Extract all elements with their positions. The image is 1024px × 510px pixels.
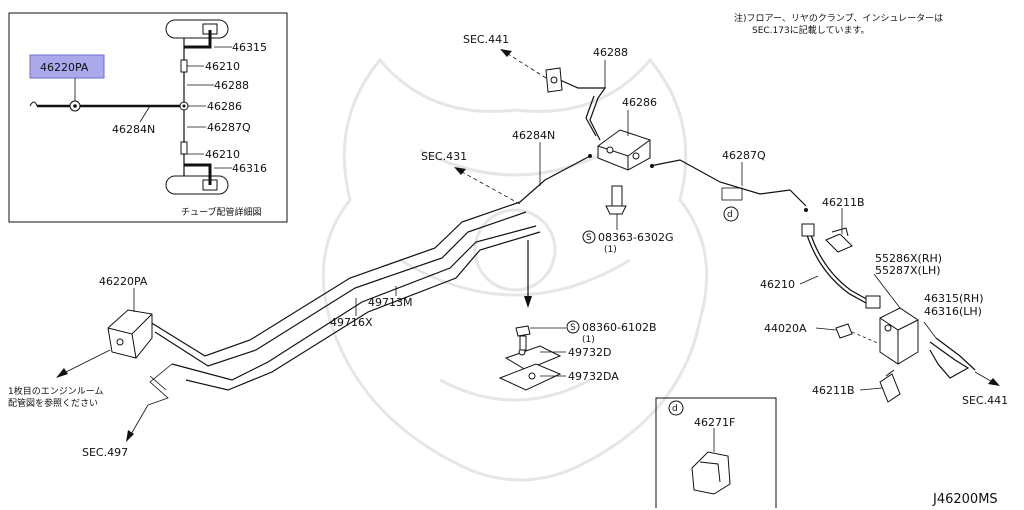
inset-label-46220pa: 46220PA bbox=[40, 61, 89, 74]
label-44020a: 44020A bbox=[764, 322, 807, 335]
clip-46211b-bottom[interactable] bbox=[879, 369, 901, 403]
label-46315: 46315(RH) bbox=[924, 292, 984, 305]
inset-label-46316: 46316 bbox=[232, 162, 267, 175]
label-bolt-08363: 08363-6302G bbox=[598, 231, 673, 244]
note-line-2: SEC.173に記載しています。 bbox=[752, 24, 870, 36]
main-tube-bundle bbox=[147, 79, 976, 406]
label-49732d: 49732D bbox=[568, 346, 611, 359]
detail-d-box: d bbox=[655, 397, 777, 508]
inset-label-46210-bottom: 46210 bbox=[205, 148, 240, 161]
tube-detail-inset: 46220PA 46315 46210 46288 46286 46284N 4… bbox=[8, 12, 288, 223]
inset-label-46315: 46315 bbox=[232, 41, 267, 54]
highlighted-part-box[interactable] bbox=[29, 54, 105, 79]
note-line-1: 注)フロアー、リヤのクランプ、インシュレーターは bbox=[734, 12, 943, 24]
label-bolt-08363-qty: (1) bbox=[604, 245, 617, 255]
bolt-44020a[interactable] bbox=[835, 323, 881, 345]
label-49713m: 49713M bbox=[368, 296, 412, 309]
inset-label-46288: 46288 bbox=[214, 79, 249, 92]
inset-label-46287q: 46287Q bbox=[207, 121, 251, 134]
clip-49732da[interactable] bbox=[498, 363, 562, 391]
inset-caption: チューブ配管詳細図 bbox=[181, 206, 261, 218]
label-46316: 46316(LH) bbox=[924, 305, 982, 318]
part-46286-junction[interactable] bbox=[597, 129, 651, 171]
bolt-symbol-2: S bbox=[570, 323, 576, 333]
clip-46211b-top[interactable] bbox=[825, 227, 853, 253]
part-55286x-bracket[interactable] bbox=[879, 307, 919, 365]
bolt-symbol-1: S bbox=[586, 233, 592, 243]
label-46211b-bottom: 46211B bbox=[812, 384, 855, 397]
label-46286: 46286 bbox=[622, 96, 657, 109]
label-49732da: 49732DA bbox=[568, 370, 619, 383]
bolt-08360-6102b[interactable] bbox=[515, 325, 531, 351]
label-sec497: SEC.497 bbox=[82, 446, 128, 459]
detail-marker-box: d bbox=[672, 404, 678, 414]
inset-label-46286: 46286 bbox=[207, 100, 242, 113]
label-bolt-08360: 08360-6102B bbox=[582, 321, 657, 334]
label-46288: 46288 bbox=[593, 46, 628, 59]
part-46288-fitting[interactable] bbox=[545, 67, 563, 93]
clip-46271f[interactable] bbox=[691, 451, 731, 495]
label-46220pa: 46220PA bbox=[99, 275, 148, 288]
label-46287q: 46287Q bbox=[722, 149, 766, 162]
label-49716x: 49716X bbox=[330, 316, 373, 329]
watermark-emblem bbox=[321, 57, 709, 482]
bolt-08363-6302g[interactable] bbox=[605, 185, 627, 215]
detail-marker-circle[interactable] bbox=[723, 206, 739, 222]
label-46211b-top: 46211B bbox=[822, 196, 865, 209]
label-46271f: 46271F bbox=[694, 416, 735, 429]
label-46210: 46210 bbox=[760, 278, 795, 291]
label-sec441-right: SEC.441 bbox=[962, 394, 1008, 407]
label-55287x: 55287X(LH) bbox=[875, 264, 941, 277]
inset-label-46210-top: 46210 bbox=[205, 60, 240, 73]
inset-label-46284n: 46284N bbox=[112, 123, 155, 136]
label-sec441-top: SEC.441 bbox=[463, 33, 509, 46]
diagram-code: J46200MS bbox=[932, 492, 998, 507]
label-46284n: 46284N bbox=[512, 129, 555, 142]
engine-note-line-2: 配管図を参照ください bbox=[8, 397, 98, 409]
label-sec431: SEC.431 bbox=[421, 150, 467, 163]
part-46220pa-block[interactable] bbox=[107, 309, 153, 359]
detail-marker-tube: d bbox=[727, 210, 733, 220]
leader-lines bbox=[133, 60, 937, 452]
label-bolt-08360-qty: (1) bbox=[582, 335, 595, 345]
engine-note-line-1: 1枚目のエンジンルーム bbox=[8, 385, 103, 397]
label-55286x: 55286X(RH) bbox=[875, 252, 942, 265]
